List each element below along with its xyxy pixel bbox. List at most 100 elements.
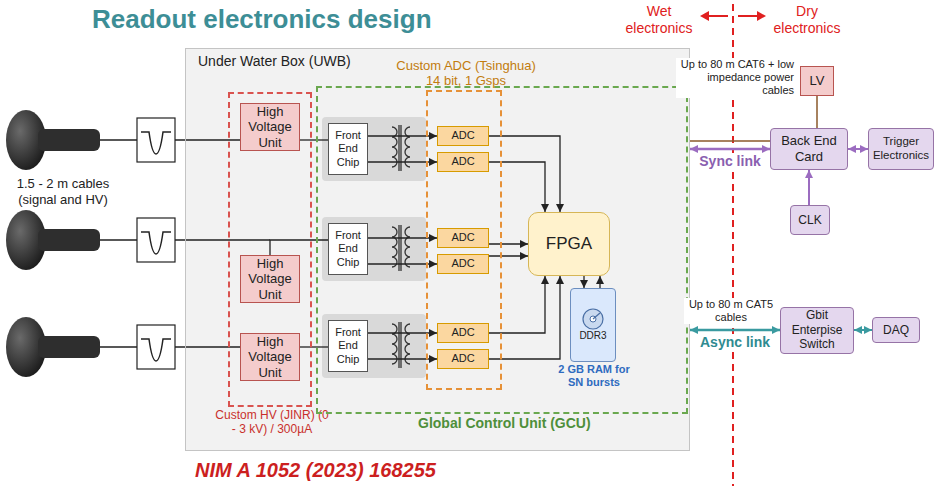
trigger-box: Trigger Electronics — [868, 128, 934, 170]
box-label: LV — [810, 73, 825, 89]
arrow-head — [854, 326, 862, 334]
page-title: Readout electronics design — [92, 4, 432, 35]
box-label: FPGA — [546, 234, 592, 254]
connector-line — [690, 329, 780, 332]
connector — [805, 170, 813, 205]
hv-unit: High Voltage Unit — [240, 103, 300, 151]
gcu-group: Global Control Unit (GCU)Custom ADC (Tsi… — [316, 86, 688, 414]
box-label: DAQ — [883, 323, 909, 337]
box-label: Under Water Box (UWB) — [198, 53, 351, 70]
connector — [848, 145, 868, 153]
box-label: ADC — [451, 326, 474, 339]
hv-unit: High Voltage Unit — [240, 333, 300, 381]
link-label: Async link — [698, 334, 772, 351]
arrow-head — [556, 276, 564, 284]
arrow-head — [848, 145, 856, 153]
region-label: Dry electronics — [768, 3, 846, 37]
link-label: Sync link — [697, 153, 762, 170]
cable-note: 1.5 - 2 m cables (signal and HV) — [4, 176, 122, 207]
region-label: Wet electronics — [620, 3, 698, 37]
arrow-head — [805, 170, 813, 178]
connector — [300, 140, 328, 141]
arrow-head — [520, 240, 528, 248]
connector-line — [489, 162, 545, 212]
connector-line — [690, 148, 770, 151]
connector-line — [489, 276, 560, 359]
connector — [489, 252, 528, 260]
box-label: ADC — [451, 352, 474, 365]
box-label: Custom HV (JINR) (0 - 3 kV) / 300µA — [212, 408, 332, 437]
connector — [580, 276, 588, 288]
box-label: Gbit Enterpise Switch — [783, 308, 851, 351]
disk-icon — [581, 308, 605, 330]
box-label: ADC — [451, 257, 474, 270]
switch-box: Gbit Enterpise Switch — [780, 307, 854, 354]
box-label: High Voltage Unit — [243, 334, 297, 381]
arrow-head — [556, 204, 564, 212]
front-end-chip: Front End Chip — [328, 123, 368, 175]
adc-group: Custom ADC (Tsinghua) 14 bit, 1 GspsADCA… — [426, 90, 502, 390]
arrow-head — [429, 355, 437, 363]
fpga-box: FPGA — [528, 212, 610, 276]
direction-arrow — [700, 11, 766, 21]
arrow-head — [580, 280, 588, 288]
clock-box: CLK — [790, 205, 830, 235]
cable-note: Up to 80 m CAT5 cables — [684, 298, 778, 324]
connector — [596, 276, 604, 288]
connector-line — [300, 346, 328, 347]
connector — [489, 162, 549, 212]
box-label: High Voltage Unit — [243, 104, 297, 151]
hv-group: Custom HV (JINR) (0 - 3 kV) / 300µAHigh … — [228, 92, 312, 407]
arrow-head — [864, 326, 872, 334]
arrow-head — [429, 132, 437, 140]
connector — [300, 347, 328, 348]
reference-caption: NIM A 1052 (2023) 168255 — [195, 458, 436, 482]
arrow-head — [429, 329, 437, 337]
arrow-head — [762, 145, 770, 153]
arrow-head — [520, 252, 528, 260]
box-label: Front End Chip — [331, 129, 365, 169]
memory-box: DDR32 GB RAM for SN bursts — [570, 288, 616, 362]
box-label: ADC — [451, 155, 474, 168]
connector-line — [270, 240, 328, 255]
box-label: ADC — [451, 129, 474, 142]
arrow-head — [429, 234, 437, 242]
backend-box: Back End Card — [770, 128, 848, 170]
connector-line — [489, 136, 560, 212]
box-label: Custom ADC (Tsinghua) 14 bit, 1 Gsps — [391, 58, 541, 89]
box-label: Trigger Electronics — [871, 135, 931, 163]
box-label: CLK — [798, 213, 821, 227]
box-label: DDR3 — [579, 330, 606, 342]
connector — [690, 145, 770, 153]
daq-box: DAQ — [872, 317, 920, 343]
connector — [489, 276, 549, 333]
box-label: High Voltage Unit — [243, 256, 297, 303]
connector — [854, 326, 872, 334]
connector — [489, 240, 528, 248]
front-end-chip: Front End Chip — [328, 320, 368, 372]
adc-box: ADC — [437, 228, 489, 248]
arrow-head — [541, 276, 549, 284]
power-box: LV — [800, 66, 834, 96]
box-ground — [185, 48, 690, 451]
arrow-head — [690, 326, 698, 334]
adc-box: ADC — [437, 126, 489, 146]
adc-box: ADC — [437, 152, 489, 172]
connector-line — [489, 276, 545, 333]
arrow-head — [541, 204, 549, 212]
arrow-head — [860, 145, 868, 153]
adc-box: ADC — [437, 254, 489, 274]
connector — [690, 326, 780, 334]
pmt-symbol — [6, 110, 100, 377]
box-label: Global Control Unit (GCU) — [418, 415, 591, 432]
hv-unit: High Voltage Unit — [240, 255, 300, 303]
box-note: 2 GB RAM for SN bursts — [554, 363, 634, 389]
box-label: ADC — [451, 231, 474, 244]
cable-note: Up to 80 m CAT6 + low impedance power ca… — [676, 58, 796, 98]
adc-box: ADC — [437, 349, 489, 369]
adc-box: ADC — [437, 323, 489, 343]
connector — [270, 240, 328, 255]
arrow-head — [429, 260, 437, 268]
arrow-head — [772, 326, 780, 334]
